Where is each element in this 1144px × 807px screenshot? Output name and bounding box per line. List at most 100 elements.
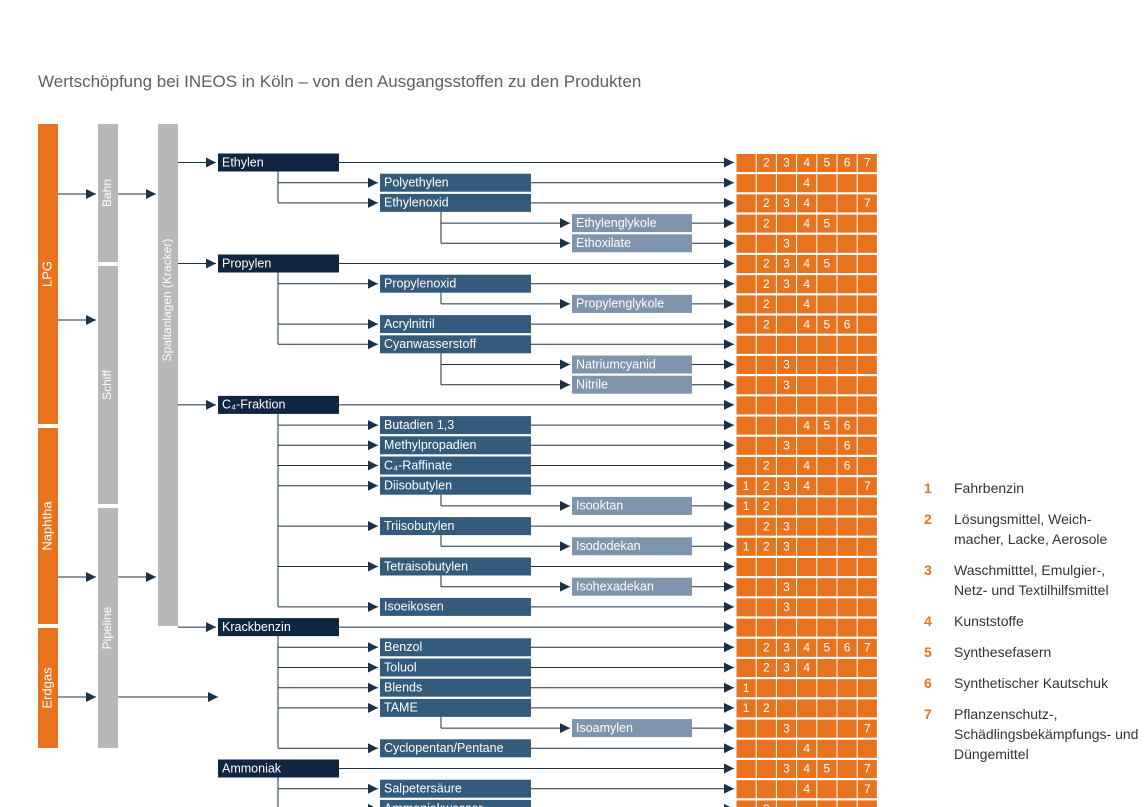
grid-cell xyxy=(797,719,817,738)
grid-cell xyxy=(776,578,797,597)
grid-cell xyxy=(837,214,857,233)
grid-cell xyxy=(797,174,817,193)
legend-label: Waschmitttel, Emulgier-, Netz- und Texti… xyxy=(954,562,1109,598)
grid-cell xyxy=(736,780,756,799)
legend-number: 3 xyxy=(924,562,932,578)
grid-cell xyxy=(756,335,776,354)
grid-cell xyxy=(797,760,817,778)
product-label-propylenglykole: Propylenglykole xyxy=(576,297,664,311)
grid-mark-1: 1 xyxy=(743,479,750,493)
grid-cell xyxy=(776,255,797,273)
grid-cell xyxy=(776,174,797,193)
grid-cell xyxy=(837,396,857,415)
grid-cell xyxy=(776,638,797,657)
grid-cell xyxy=(756,255,776,273)
grid-mark-3: 3 xyxy=(783,721,790,735)
source-label-lpg: LPG xyxy=(39,261,54,287)
grid-cell xyxy=(837,659,857,677)
grid-cell xyxy=(776,679,797,698)
grid-mark-2: 2 xyxy=(763,640,770,654)
grid-mark-1: 1 xyxy=(743,499,750,513)
grid-cell xyxy=(797,477,817,496)
grid-cell xyxy=(837,416,857,435)
grid-cell xyxy=(756,558,776,576)
grid-cell xyxy=(797,396,817,415)
grid-cell xyxy=(857,315,877,334)
product-label-cyanwasserstoff: Cyanwasserstoff xyxy=(384,337,477,351)
grid-cell xyxy=(837,497,857,516)
grid-cell xyxy=(736,436,756,455)
legend-label: Synthesefasern xyxy=(954,644,1052,660)
grid-cell xyxy=(797,497,817,516)
grid-cell xyxy=(857,194,877,213)
grid-cell xyxy=(756,477,776,496)
product-box-ethoxilate xyxy=(572,234,692,253)
grid-cell xyxy=(837,598,857,617)
grid-cell xyxy=(756,436,776,455)
product-label-methylpropadien: Methylpropadien xyxy=(384,438,476,452)
grid-cell xyxy=(837,356,857,374)
grid-cell xyxy=(857,699,877,718)
grid-cell xyxy=(797,154,817,172)
product-label-isohexadekan: Isohexadekan xyxy=(576,579,654,593)
grid-cell xyxy=(776,356,797,374)
grid-cell xyxy=(817,598,837,617)
grid-mark-2: 2 xyxy=(763,196,770,210)
transport-label-pipeline: Pipeline xyxy=(100,606,114,649)
grid-cell xyxy=(776,194,797,213)
grid-cell xyxy=(837,719,857,738)
grid-cell xyxy=(736,638,756,657)
grid-cell xyxy=(837,558,857,576)
grid-cell xyxy=(797,618,817,637)
grid-mark-6: 6 xyxy=(844,438,851,452)
product-box-ethylenglykole xyxy=(572,214,692,233)
legend-number: 7 xyxy=(924,706,932,722)
product-label-diisobutylen: Diisobutylen xyxy=(384,478,452,492)
grid-cell xyxy=(736,275,756,294)
product-label-isododekan: Isododekan xyxy=(576,539,641,553)
product-box-benzol xyxy=(380,638,531,657)
grid-mark-2: 2 xyxy=(763,459,770,473)
grid-cell xyxy=(736,376,756,395)
grid-mark-4: 4 xyxy=(803,297,810,311)
product-box-methylpropadien xyxy=(380,436,531,455)
grid-cell xyxy=(837,699,857,718)
grid-cell xyxy=(736,598,756,617)
grid-cell xyxy=(817,638,837,657)
grid-cell xyxy=(756,416,776,435)
grid-cell xyxy=(817,315,837,334)
grid-cell xyxy=(837,335,857,354)
product-label-toluol: Toluol xyxy=(384,660,417,674)
product-box-cyclopentan-pentane xyxy=(380,739,531,758)
grid-cell xyxy=(817,497,837,516)
grid-cell xyxy=(837,679,857,698)
grid-cell xyxy=(797,517,817,536)
product-label-tame: TAME xyxy=(384,701,418,715)
product-box-propylen xyxy=(218,254,339,273)
grid-cell xyxy=(837,376,857,395)
grid-cell xyxy=(857,234,877,253)
grid-mark-5: 5 xyxy=(824,317,831,331)
grid-cell xyxy=(817,234,837,253)
grid-cell xyxy=(776,618,797,637)
grid-cell xyxy=(857,295,877,314)
grid-cell xyxy=(736,497,756,516)
grid-cell xyxy=(817,194,837,213)
grid-mark-2: 2 xyxy=(763,519,770,533)
grid-cell xyxy=(756,214,776,233)
grid-cell xyxy=(857,154,877,172)
grid-cell xyxy=(756,194,776,213)
grid-mark-2: 2 xyxy=(763,277,770,291)
grid-cell xyxy=(756,396,776,415)
grid-mark-7: 7 xyxy=(864,782,871,796)
grid-cell xyxy=(837,174,857,193)
grid-cell xyxy=(797,457,817,475)
grid-cell xyxy=(817,578,837,597)
grid-cell xyxy=(736,719,756,738)
grid-cell xyxy=(776,295,797,314)
page-title: Wertschöpfung bei INEOS in Köln – von de… xyxy=(38,72,642,91)
grid-cell xyxy=(736,234,756,253)
grid-mark-2: 2 xyxy=(763,297,770,311)
